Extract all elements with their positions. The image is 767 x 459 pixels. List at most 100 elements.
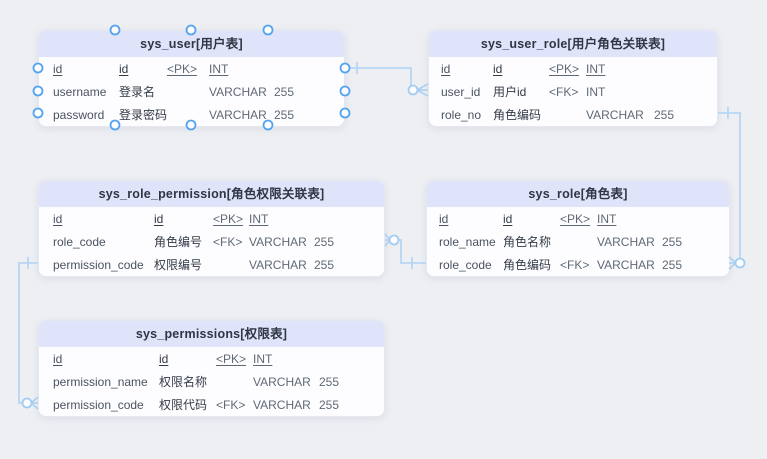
field-type: INT — [597, 211, 617, 226]
connection-rolepermission-to-role[interactable] — [384, 233, 426, 269]
field-name: username — [53, 84, 107, 99]
table-row[interactable]: role_code 角色编码 <FK> VARCHAR 255 — [427, 253, 729, 276]
field-type: VARCHAR — [597, 257, 655, 272]
field-type: INT — [586, 84, 606, 99]
field-type: VARCHAR — [586, 107, 644, 122]
field-key-badge: <FK> — [216, 397, 246, 412]
field-size: 255 — [319, 374, 340, 389]
connector-endpoint — [407, 84, 419, 96]
field-logical-name: 角色编码 — [503, 258, 552, 272]
field-logical-name: 权限名称 — [159, 375, 208, 389]
field-name: permission_code — [53, 257, 144, 272]
table-row[interactable]: role_name 角色名称 VARCHAR 255 — [427, 230, 729, 253]
table-title[interactable]: sys_role_permission[角色权限关联表] — [39, 181, 384, 207]
crow-foot-many — [416, 83, 429, 97]
field-type: VARCHAR — [249, 234, 307, 249]
crow-foot-many — [30, 396, 39, 410]
field-name: role_no — [441, 107, 482, 122]
field-size: 255 — [274, 84, 295, 99]
entity-table-sys_user[interactable]: sys_user[用户表] id id <PK> INT username 登录… — [38, 30, 345, 127]
table-row[interactable]: role_no 角色编码 VARCHAR 255 — [429, 103, 717, 126]
field-name: password — [53, 107, 105, 122]
field-name: id — [439, 211, 449, 226]
crow-foot-many — [728, 256, 737, 270]
entity-table-sys_permissions[interactable]: sys_permissions[权限表] id id <PK> INT perm… — [38, 320, 385, 417]
connection-user-to-userrole[interactable] — [345, 62, 429, 97]
field-logical-name: id — [119, 61, 129, 76]
table-body: id id <PK> INT role_code 角色编号 <FK> VARCH… — [39, 207, 384, 276]
field-size: 255 — [319, 397, 340, 412]
table-title[interactable]: sys_role[角色表] — [427, 181, 729, 207]
table-body: id id <PK> INT username 登录名 VARCHAR 255 … — [39, 57, 344, 126]
field-name: permission_code — [53, 397, 144, 412]
field-type: VARCHAR — [253, 397, 311, 412]
field-name: role_name — [439, 234, 496, 249]
field-size: 255 — [662, 234, 683, 249]
field-type: INT — [253, 351, 273, 366]
table-row[interactable]: id id <PK> INT — [429, 57, 717, 80]
field-name: role_code — [53, 234, 106, 249]
field-key-badge: <PK> — [549, 61, 580, 76]
table-row[interactable]: username 登录名 VARCHAR 255 — [39, 80, 344, 103]
field-size: 255 — [314, 257, 335, 272]
field-name: user_id — [441, 84, 481, 99]
field-type: VARCHAR — [597, 234, 655, 249]
crow-foot-many — [384, 233, 391, 247]
field-logical-name: id — [493, 61, 503, 76]
field-type: INT — [586, 61, 606, 76]
table-row[interactable]: id id <PK> INT — [427, 207, 729, 230]
field-type: INT — [249, 211, 269, 226]
table-row[interactable]: permission_code 权限编号 VARCHAR 255 — [39, 253, 384, 276]
field-logical-name: 角色名称 — [503, 235, 552, 249]
connector-endpoint — [734, 257, 746, 269]
entity-table-sys_role[interactable]: sys_role[角色表] id id <PK> INT role_name 角… — [426, 180, 730, 277]
field-name: id — [53, 351, 63, 366]
field-logical-name: 登录密码 — [119, 108, 167, 122]
field-type: INT — [209, 61, 229, 76]
field-key-badge: <PK> — [167, 61, 198, 76]
entity-table-sys_role_permission[interactable]: sys_role_permission[角色权限关联表] id id <PK> … — [38, 180, 385, 277]
field-key-badge: <PK> — [216, 351, 247, 366]
table-title[interactable]: sys_user_role[用户角色关联表] — [429, 31, 717, 57]
field-logical-name: id — [503, 211, 513, 226]
field-key-badge: <FK> — [560, 257, 590, 272]
field-name: role_code — [439, 257, 492, 272]
connection-rolepermission-to-permissions[interactable] — [18, 257, 39, 410]
connector-endpoint — [21, 397, 33, 409]
field-name: permission_name — [53, 374, 148, 389]
table-row[interactable]: id id <PK> INT — [39, 207, 384, 230]
field-key-badge: <PK> — [560, 211, 591, 226]
table-row[interactable]: id id <PK> INT — [39, 347, 384, 370]
table-row[interactable]: password 登录密码 VARCHAR 255 — [39, 103, 344, 126]
field-size: 255 — [274, 107, 295, 122]
field-key-badge: <FK> — [213, 234, 243, 249]
field-key-badge: <FK> — [549, 84, 579, 99]
field-name: id — [53, 211, 63, 226]
table-row[interactable]: id id <PK> INT — [39, 57, 344, 80]
field-name: id — [53, 61, 63, 76]
field-key-badge: <PK> — [213, 211, 244, 226]
table-row[interactable]: user_id 用户id <FK> INT — [429, 80, 717, 103]
field-logical-name: id — [159, 351, 169, 366]
table-row[interactable]: permission_name 权限名称 VARCHAR 255 — [39, 370, 384, 393]
field-type: VARCHAR — [209, 84, 267, 99]
field-logical-name: 登录名 — [119, 85, 156, 99]
field-name: id — [441, 61, 451, 76]
table-row[interactable]: role_code 角色编号 <FK> VARCHAR 255 — [39, 230, 384, 253]
field-size: 255 — [662, 257, 683, 272]
table-body: id id <PK> INT role_name 角色名称 VARCHAR 25… — [427, 207, 729, 276]
field-logical-name: 角色编号 — [154, 235, 203, 249]
field-type: VARCHAR — [253, 374, 311, 389]
table-title[interactable]: sys_user[用户表] — [39, 31, 344, 57]
table-title[interactable]: sys_permissions[权限表] — [39, 321, 384, 347]
table-body: id id <PK> INT user_id 用户id <FK> INT rol… — [429, 57, 717, 126]
field-logical-name: 用户id — [493, 85, 527, 99]
entity-table-sys_user_role[interactable]: sys_user_role[用户角色关联表] id id <PK> INT us… — [428, 30, 718, 127]
field-logical-name: 权限代码 — [159, 398, 208, 412]
field-type: VARCHAR — [209, 107, 267, 122]
table-row[interactable]: permission_code 权限代码 <FK> VARCHAR 255 — [39, 393, 384, 416]
field-size: 255 — [314, 234, 335, 249]
field-logical-name: 权限编号 — [154, 258, 203, 272]
field-size: 255 — [654, 107, 675, 122]
